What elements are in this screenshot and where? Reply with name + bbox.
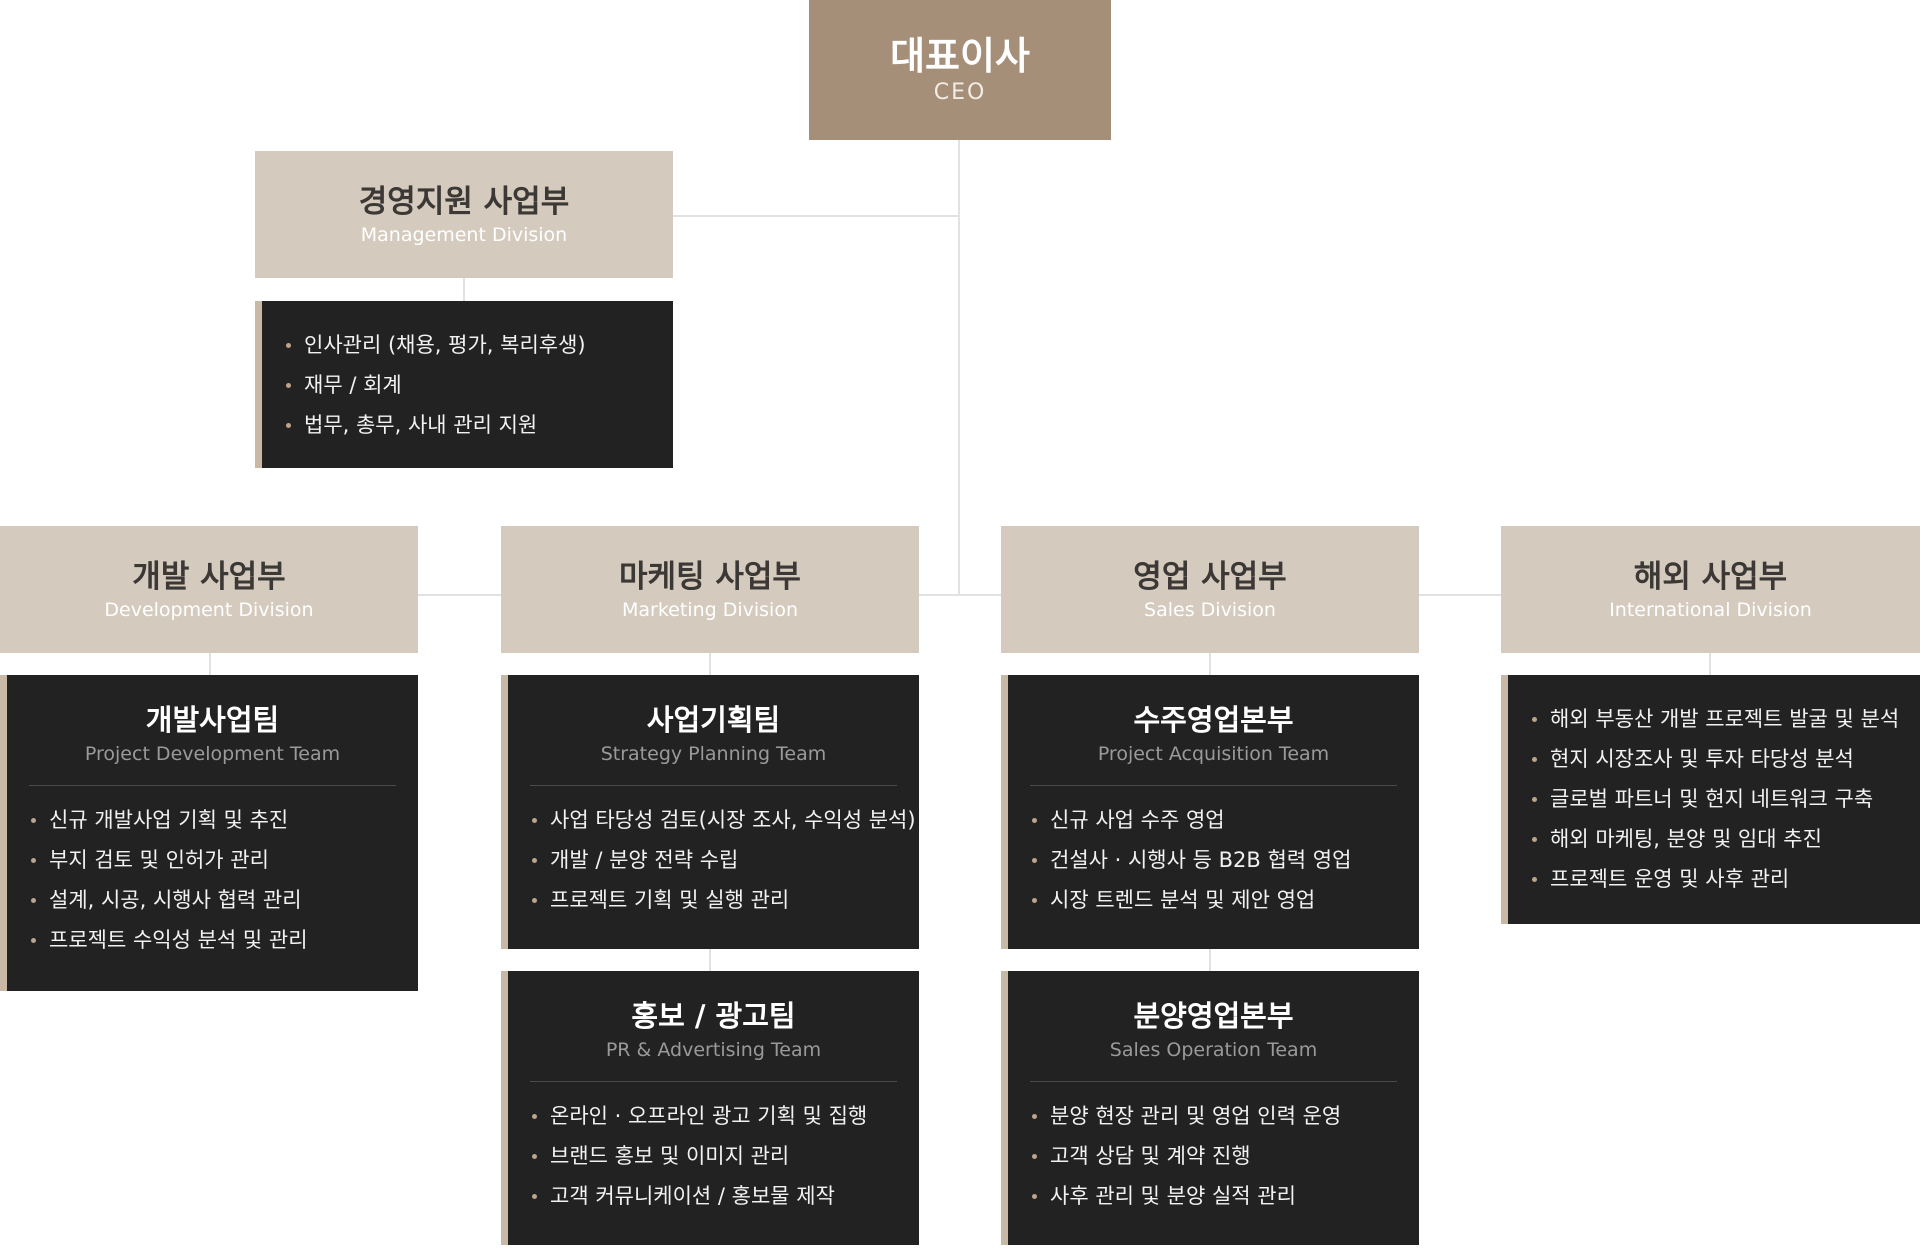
list-item: 시장 트렌드 분석 및 제안 영업 — [1030, 880, 1419, 920]
team-duties-list: 분양 현장 관리 및 영업 인력 운영 고객 상담 및 계약 진행 사후 관리 … — [1008, 1082, 1419, 1216]
team-subtitle: Project Development Team — [84, 743, 341, 765]
divider — [530, 1081, 897, 1082]
connector-marketing-team — [709, 652, 711, 676]
list-item: 해외 부동산 개발 프로젝트 발굴 및 분석 — [1530, 699, 1920, 739]
marketing-division-subtitle: Marketing Division — [621, 598, 798, 621]
sales-division-subtitle: Sales Division — [1144, 598, 1276, 621]
list-item: 사업 타당성 검토(시장 조사, 수익성 분석) — [530, 800, 919, 840]
list-item: 프로젝트 기획 및 실행 관리 — [530, 880, 919, 920]
connector-development-team — [209, 652, 211, 676]
team-duties-list: 신규 개발사업 기획 및 추진 부지 검토 및 인허가 관리 설계, 시공, 시… — [7, 786, 418, 960]
team-header: 개발사업팀 Project Development Team — [7, 675, 418, 767]
connector-international-team — [1709, 652, 1711, 676]
connector-management — [672, 215, 960, 217]
development-division-box: 개발 사업부 Development Division — [0, 526, 418, 653]
list-item: 부지 검토 및 인허가 관리 — [29, 840, 418, 880]
divider — [1030, 785, 1397, 786]
ceo-subtitle: CEO — [933, 80, 987, 105]
team-header: 사업기획팀 Strategy Planning Team — [508, 675, 919, 767]
management-duties-list: 인사관리 (채용, 평가, 복리후생) 재무 / 회계 법무, 총무, 사내 관… — [262, 301, 673, 445]
list-item: 설계, 시공, 시행사 협력 관리 — [29, 880, 418, 920]
development-team-box: 개발사업팀 Project Development Team 신규 개발사업 기… — [0, 675, 418, 991]
list-item: 분양 현장 관리 및 영업 인력 운영 — [1030, 1096, 1419, 1136]
list-item: 고객 커뮤니케이션 / 홍보물 제작 — [530, 1176, 919, 1216]
strategy-planning-team-box: 사업기획팀 Strategy Planning Team 사업 타당성 검토(시… — [501, 675, 919, 949]
ceo-box: 대표이사 CEO — [809, 0, 1111, 140]
international-division-subtitle: International Division — [1609, 598, 1812, 621]
connector-ceo-trunk — [958, 140, 960, 596]
pr-advertising-team-box: 홍보 / 광고팀 PR & Advertising Team 온라인 · 오프라… — [501, 971, 919, 1245]
international-division-title: 해외 사업부 — [1633, 558, 1788, 595]
team-duties-list: 사업 타당성 검토(시장 조사, 수익성 분석) 개발 / 분양 전략 수립 프… — [508, 786, 919, 920]
list-item: 개발 / 분양 전략 수립 — [530, 840, 919, 880]
divider — [530, 785, 897, 786]
development-division-title: 개발 사업부 — [132, 558, 286, 595]
management-division-subtitle: Management Division — [360, 223, 568, 246]
list-item: 해외 마케팅, 분양 및 임대 추진 — [1530, 819, 1920, 859]
team-header: 수주영업본부 Project Acquisition Team — [1008, 675, 1419, 767]
sales-division-title: 영업 사업부 — [1133, 558, 1287, 595]
divider — [1030, 1081, 1397, 1082]
team-title: 수주영업본부 — [1133, 703, 1294, 737]
ceo-title: 대표이사 — [890, 34, 1030, 78]
management-division-box: 경영지원 사업부 Management Division — [255, 151, 673, 278]
list-item: 사후 관리 및 분양 실적 관리 — [1030, 1176, 1419, 1216]
international-division-box: 해외 사업부 International Division — [1501, 526, 1920, 653]
team-subtitle: Project Acquisition Team — [1097, 743, 1330, 765]
list-item: 인사관리 (채용, 평가, 복리후생) — [284, 325, 673, 365]
team-title: 개발사업팀 — [145, 703, 280, 737]
sales-operation-team-box: 분양영업본부 Sales Operation Team 분양 현장 관리 및 영… — [1001, 971, 1419, 1245]
list-item: 고객 상담 및 계약 진행 — [1030, 1136, 1419, 1176]
team-title: 홍보 / 광고팀 — [631, 999, 796, 1033]
development-division-subtitle: Development Division — [104, 598, 314, 621]
connector-management-list — [463, 278, 465, 302]
marketing-division-title: 마케팅 사업부 — [619, 558, 801, 595]
international-duties-box: 해외 부동산 개발 프로젝트 발굴 및 분석 현지 시장조사 및 투자 타당성 … — [1501, 675, 1920, 924]
team-header: 홍보 / 광고팀 PR & Advertising Team — [508, 971, 919, 1063]
list-item: 프로젝트 운영 및 사후 관리 — [1530, 859, 1920, 899]
team-title: 사업기획팀 — [646, 703, 781, 737]
list-item: 신규 개발사업 기획 및 추진 — [29, 800, 418, 840]
marketing-division-box: 마케팅 사업부 Marketing Division — [501, 526, 919, 653]
list-item: 법무, 총무, 사내 관리 지원 — [284, 405, 673, 445]
list-item: 신규 사업 수주 영업 — [1030, 800, 1419, 840]
project-acquisition-team-box: 수주영업본부 Project Acquisition Team 신규 사업 수주… — [1001, 675, 1419, 949]
list-item: 건설사 · 시행사 등 B2B 협력 영업 — [1030, 840, 1419, 880]
team-subtitle: PR & Advertising Team — [605, 1039, 822, 1061]
management-division-title: 경영지원 사업부 — [358, 183, 570, 220]
team-title: 분양영업본부 — [1133, 999, 1294, 1033]
list-item: 글로벌 파트너 및 현지 네트워크 구축 — [1530, 779, 1920, 819]
team-subtitle: Sales Operation Team — [1109, 1039, 1318, 1061]
connector-divisions-horizontal — [418, 594, 1502, 596]
sales-division-box: 영업 사업부 Sales Division — [1001, 526, 1419, 653]
connector-marketing-team-2 — [709, 948, 711, 972]
list-item: 재무 / 회계 — [284, 365, 673, 405]
team-duties-list: 신규 사업 수주 영업 건설사 · 시행사 등 B2B 협력 영업 시장 트렌드… — [1008, 786, 1419, 920]
team-header: 분양영업본부 Sales Operation Team — [1008, 971, 1419, 1063]
international-duties-list: 해외 부동산 개발 프로젝트 발굴 및 분석 현지 시장조사 및 투자 타당성 … — [1508, 675, 1920, 899]
list-item: 프로젝트 수익성 분석 및 관리 — [29, 920, 418, 960]
connector-sales-team — [1209, 652, 1211, 676]
team-subtitle: Strategy Planning Team — [600, 743, 827, 765]
list-item: 온라인 · 오프라인 광고 기획 및 집행 — [530, 1096, 919, 1136]
list-item: 현지 시장조사 및 투자 타당성 분석 — [1530, 739, 1920, 779]
connector-sales-team-2 — [1209, 948, 1211, 972]
management-duties-box: 인사관리 (채용, 평가, 복리후생) 재무 / 회계 법무, 총무, 사내 관… — [255, 301, 673, 468]
divider — [29, 785, 396, 786]
list-item: 브랜드 홍보 및 이미지 관리 — [530, 1136, 919, 1176]
team-duties-list: 온라인 · 오프라인 광고 기획 및 집행 브랜드 홍보 및 이미지 관리 고객… — [508, 1082, 919, 1216]
